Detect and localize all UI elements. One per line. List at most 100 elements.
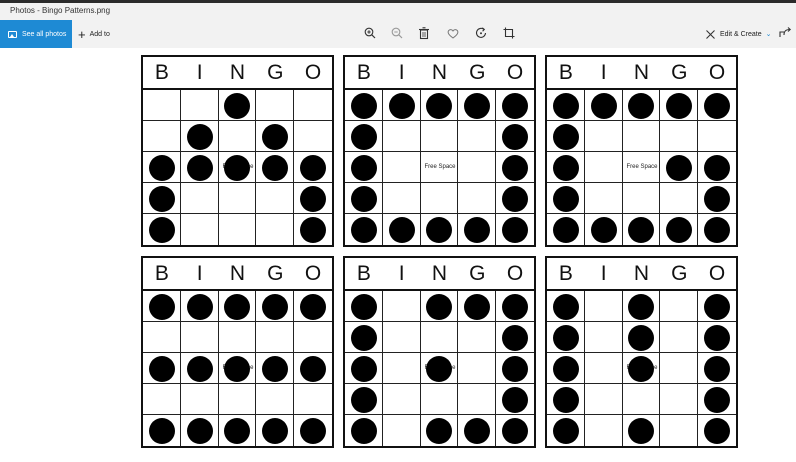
bingo-marker (300, 216, 327, 243)
bingo-cell (496, 353, 534, 384)
bingo-cell (496, 183, 534, 214)
see-all-photos-button[interactable]: See all photos (0, 20, 72, 48)
bingo-marker (388, 216, 415, 243)
bingo-grid: Free Space (547, 291, 736, 446)
bingo-header-letter: G (469, 262, 486, 285)
bingo-cell (584, 291, 623, 322)
bingo-cell (420, 384, 459, 415)
bingo-cell (584, 353, 623, 384)
bingo-marker (628, 92, 655, 119)
bingo-cell (421, 214, 459, 245)
bingo-cell (622, 291, 661, 322)
bingo-marker (350, 185, 377, 212)
bingo-cell (383, 415, 421, 446)
bingo-cell (496, 214, 534, 245)
bingo-cell (256, 152, 295, 183)
bingo-cell (584, 121, 623, 152)
bingo-cell (345, 90, 383, 121)
add-to-button[interactable]: + Add to (78, 20, 110, 48)
bingo-marker (350, 123, 377, 150)
bingo-cell (622, 384, 661, 415)
bingo-marker (350, 355, 377, 382)
edit-icon (706, 29, 715, 39)
bingo-cell (382, 384, 421, 415)
bingo-marker (300, 185, 327, 212)
bingo-marker (552, 324, 579, 351)
bingo-cell (345, 322, 383, 353)
bingo-cell (294, 214, 332, 245)
bingo-marker (704, 417, 731, 444)
edit-create-button[interactable]: Edit & Create ⌄ (705, 20, 772, 48)
bingo-cell (496, 90, 534, 121)
bingo-header-letter: N (633, 61, 650, 84)
bingo-cell (660, 214, 699, 245)
bingo-cell (584, 152, 623, 183)
bingo-cell (496, 121, 534, 152)
bingo-cell (294, 121, 332, 152)
bingo-cell (294, 90, 332, 121)
bingo-marker (426, 216, 453, 243)
bingo-cell (218, 291, 257, 322)
bingo-grid: Free Space (143, 90, 332, 245)
bingo-marker (502, 123, 529, 150)
bingo-header-letter: G (671, 262, 688, 285)
bingo-cell (180, 353, 219, 384)
bingo-marker (552, 293, 579, 320)
bingo-cell (143, 214, 181, 245)
bingo-marker (426, 92, 453, 119)
title-bar: Photos - Bingo Patterns.png (0, 3, 796, 20)
bingo-cell (180, 322, 219, 353)
bingo-header-letter: O (708, 262, 726, 285)
bingo-cell (256, 291, 295, 322)
bingo-cell: Free Space (622, 152, 661, 183)
favorite-icon[interactable] (446, 26, 460, 40)
bingo-cell (420, 90, 459, 121)
share-icon[interactable] (778, 26, 792, 40)
bingo-cell (256, 353, 295, 384)
bingo-header-letter: N (229, 262, 246, 285)
bingo-cell (180, 384, 219, 415)
bingo-marker (502, 417, 529, 444)
bingo-marker (186, 154, 213, 181)
bingo-marker (350, 216, 377, 243)
bingo-marker (552, 216, 579, 243)
bingo-cell (458, 384, 497, 415)
window-top-border (0, 0, 796, 3)
add-to-label: Add to (89, 30, 110, 38)
bingo-marker (224, 417, 251, 444)
bingo-marker (300, 154, 327, 181)
zoom-out-icon[interactable] (390, 26, 404, 40)
zoom-in-icon[interactable] (363, 26, 377, 40)
bingo-marker (426, 355, 453, 382)
bingo-cell (143, 384, 181, 415)
bingo-marker (704, 154, 731, 181)
bingo-marker (186, 417, 213, 444)
delete-icon[interactable] (417, 26, 431, 40)
rotate-icon[interactable] (474, 26, 488, 40)
bingo-cell (496, 291, 534, 322)
bingo-header-letter: I (600, 61, 607, 84)
bingo-header-letter: G (267, 61, 284, 84)
bingo-grid: Free Space (547, 90, 736, 245)
bingo-cell (458, 121, 497, 152)
bingo-cell (180, 121, 219, 152)
bingo-cell (584, 384, 623, 415)
bingo-cell (345, 353, 383, 384)
bingo-marker (148, 355, 175, 382)
bingo-cell (218, 384, 257, 415)
bingo-marker (148, 185, 175, 212)
bingo-cell (547, 152, 585, 183)
bingo-cell (698, 384, 736, 415)
crop-icon[interactable] (502, 26, 516, 40)
bingo-cell (547, 214, 585, 245)
bingo-marker (350, 92, 377, 119)
bingo-cell (218, 121, 257, 152)
bingo-cell: Free Space (420, 152, 459, 183)
bingo-cell (547, 291, 585, 322)
bingo-marker (350, 154, 377, 181)
bingo-marker (262, 417, 289, 444)
